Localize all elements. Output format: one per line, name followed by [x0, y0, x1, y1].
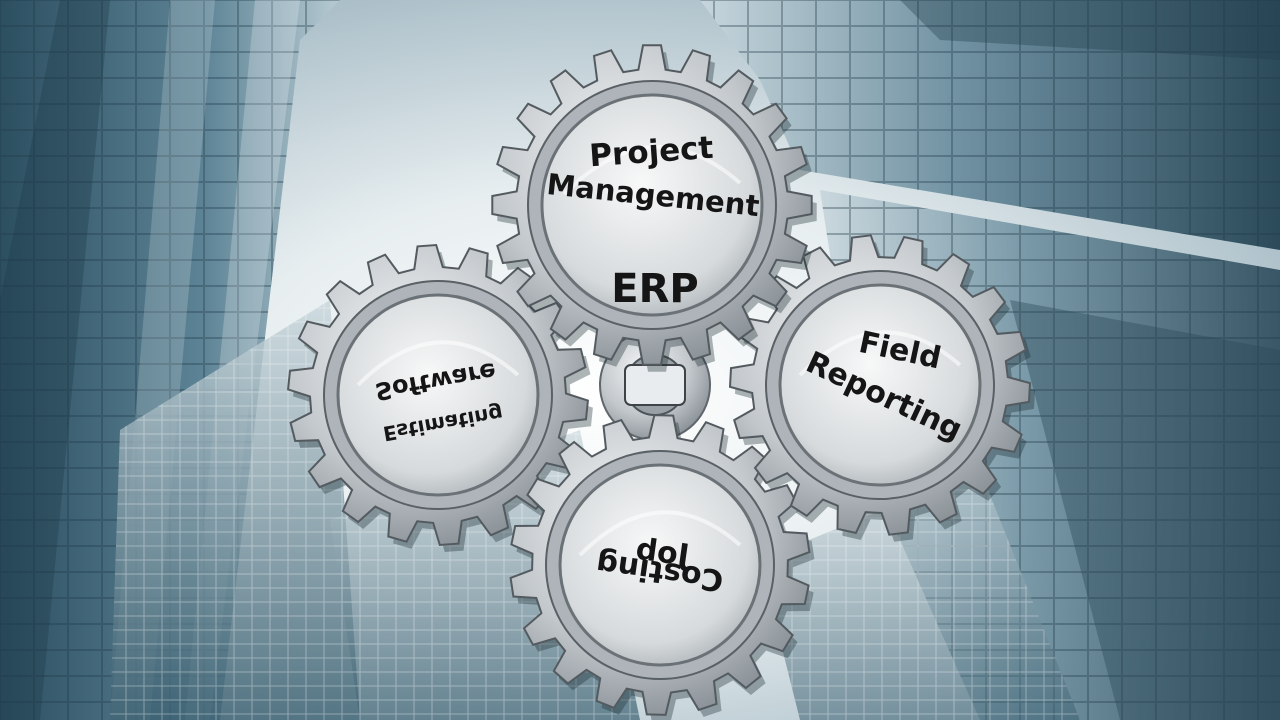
gear-top-line-1: Project	[588, 130, 715, 175]
gear-bottom-line-1: Job	[634, 532, 694, 574]
gear-face	[778, 283, 982, 487]
gear-job-costing	[509, 414, 815, 720]
gear-face	[540, 93, 764, 317]
gear-estimating-software	[287, 243, 593, 552]
gear-shine	[578, 510, 742, 557]
gear-shine	[562, 145, 742, 196]
gear-shine	[356, 340, 520, 387]
gear-top-sub: ERP	[611, 266, 698, 312]
gear-project-management	[491, 44, 817, 372]
gear-face	[558, 463, 762, 667]
gear-shine	[798, 330, 962, 377]
gear-field-reporting	[728, 234, 1035, 542]
gear-face	[336, 293, 540, 497]
